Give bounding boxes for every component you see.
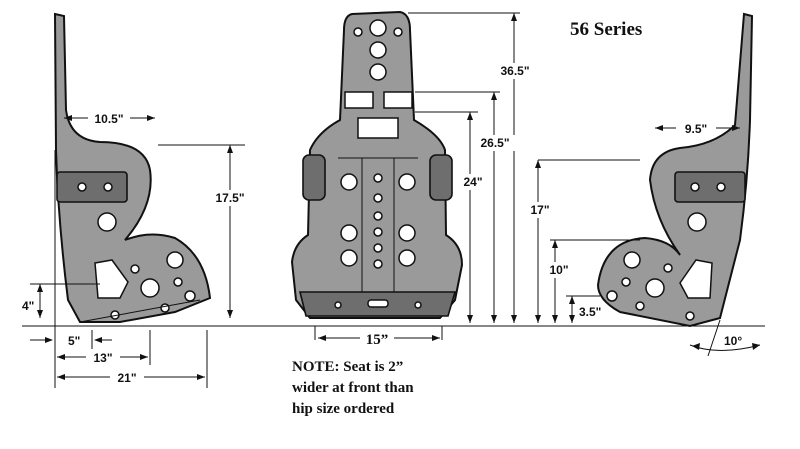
right-hole — [645, 278, 665, 298]
front-hole — [398, 224, 416, 242]
dim-right-height-b: 10" — [549, 263, 568, 277]
front-hole — [373, 173, 383, 183]
right-cutout — [679, 259, 713, 299]
front-hole — [373, 211, 383, 221]
right-hole — [606, 290, 618, 302]
left-cutout — [94, 259, 129, 299]
note-line-1: NOTE: Seat is 2” — [292, 359, 403, 375]
left-seat-body — [53, 12, 212, 323]
dim-right-height-a: 17" — [530, 203, 549, 217]
dim-right-width: 9.5" — [685, 122, 707, 136]
dim-right-angle: 10° — [724, 334, 742, 348]
front-hole — [340, 224, 358, 242]
front-hole — [340, 249, 358, 267]
left-hole — [166, 251, 184, 269]
front-hole — [373, 193, 383, 203]
front-hole — [393, 27, 403, 37]
front-hole — [340, 173, 358, 191]
right-seat-body — [596, 12, 754, 328]
front-hole — [369, 41, 387, 59]
left-hole — [140, 278, 160, 298]
dim-left-shoulder-width: 10.5" — [94, 112, 123, 126]
left-side-view: 10.5" 17.5" 4" 5" 13" — [22, 12, 250, 388]
dim-front-width: 15” — [366, 332, 389, 348]
right-hole — [687, 212, 707, 232]
dim-front-height-c: 24" — [463, 175, 482, 189]
front-seat-back — [290, 10, 464, 319]
front-hole — [398, 173, 416, 191]
right-seat-bracket — [674, 171, 746, 203]
right-hole — [635, 301, 645, 311]
front-view: 15” 36.5" 26.5" 24" — [290, 10, 536, 348]
dim-left-height: 17.5" — [215, 191, 244, 205]
note-block: NOTE: Seat is 2” wider at front than hip… — [292, 359, 414, 417]
right-hole — [685, 311, 695, 321]
left-hole — [130, 264, 140, 274]
dim-left-depth-a: 5" — [68, 334, 80, 348]
front-hole — [369, 19, 387, 37]
note-line-3: hip size ordered — [292, 401, 395, 417]
right-hole — [623, 251, 641, 269]
front-hole — [373, 243, 383, 253]
front-side-bolster-left — [302, 154, 326, 201]
right-hole — [663, 263, 673, 273]
dim-left-depth-b: 13" — [93, 351, 112, 365]
front-pan-slot — [367, 299, 389, 308]
front-belt-slot — [357, 117, 399, 139]
dim-front-height-b: 26.5" — [480, 136, 509, 150]
front-belt-slot — [344, 91, 374, 109]
left-hole — [77, 182, 87, 192]
left-hole — [103, 182, 113, 192]
left-hole — [97, 212, 117, 232]
front-belt-slot — [383, 91, 413, 109]
right-hole — [690, 182, 700, 192]
front-hole — [373, 259, 383, 269]
left-hole — [160, 303, 170, 313]
front-hole — [398, 249, 416, 267]
front-side-bolster-right — [429, 154, 453, 201]
dim-right-height-c: 3.5" — [579, 305, 601, 319]
left-seat-bracket — [56, 171, 128, 203]
left-hole — [173, 277, 183, 287]
right-hole — [621, 277, 631, 287]
note-line-2: wider at front than — [292, 380, 414, 396]
front-hole — [369, 63, 387, 81]
front-hole — [353, 27, 363, 37]
dim-left-depth-c: 21" — [117, 371, 136, 385]
dim-front-total-height: 36.5" — [500, 64, 529, 78]
right-side-view: 9.5" 17" 10" 3.5" 10° — [522, 12, 761, 357]
right-hole — [716, 182, 726, 192]
left-hole — [184, 290, 196, 302]
dim-left-seat-height: 4" — [22, 299, 34, 313]
series-title: 56 Series — [570, 19, 642, 40]
front-hole — [373, 227, 383, 237]
